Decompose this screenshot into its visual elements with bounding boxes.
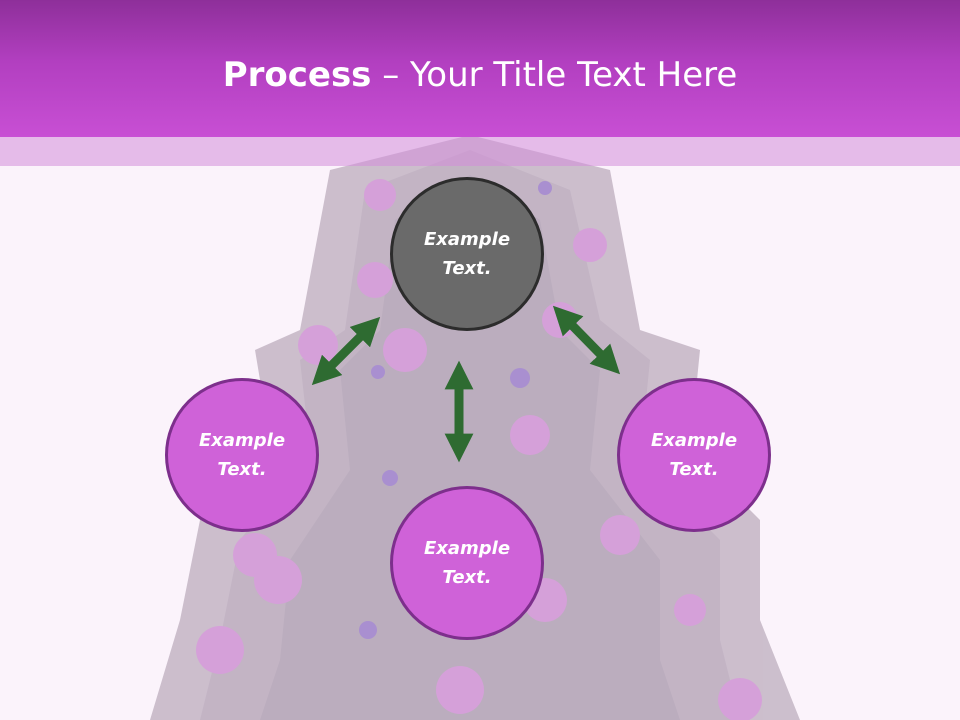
arrow-top-left	[311, 316, 381, 386]
node-left: Example Text.	[165, 378, 319, 532]
node-top-text: Example Text.	[423, 229, 511, 279]
title-rest: – Your Title Text Here	[371, 55, 738, 95]
slide-title: Process – Your Title Text Here	[0, 54, 960, 96]
node-bottom: Example Text.	[390, 486, 544, 640]
node-right-text: Example Text.	[650, 430, 738, 480]
node-bottom-text: Example Text.	[423, 538, 511, 588]
node-left-text: Example Text.	[198, 430, 286, 480]
node-right: Example Text.	[617, 378, 771, 532]
title-strong: Process	[222, 55, 372, 95]
title-bar	[0, 0, 960, 137]
arrow-top-right	[552, 305, 621, 375]
title-stripe	[0, 137, 960, 166]
node-top: Example Text.	[390, 177, 544, 331]
